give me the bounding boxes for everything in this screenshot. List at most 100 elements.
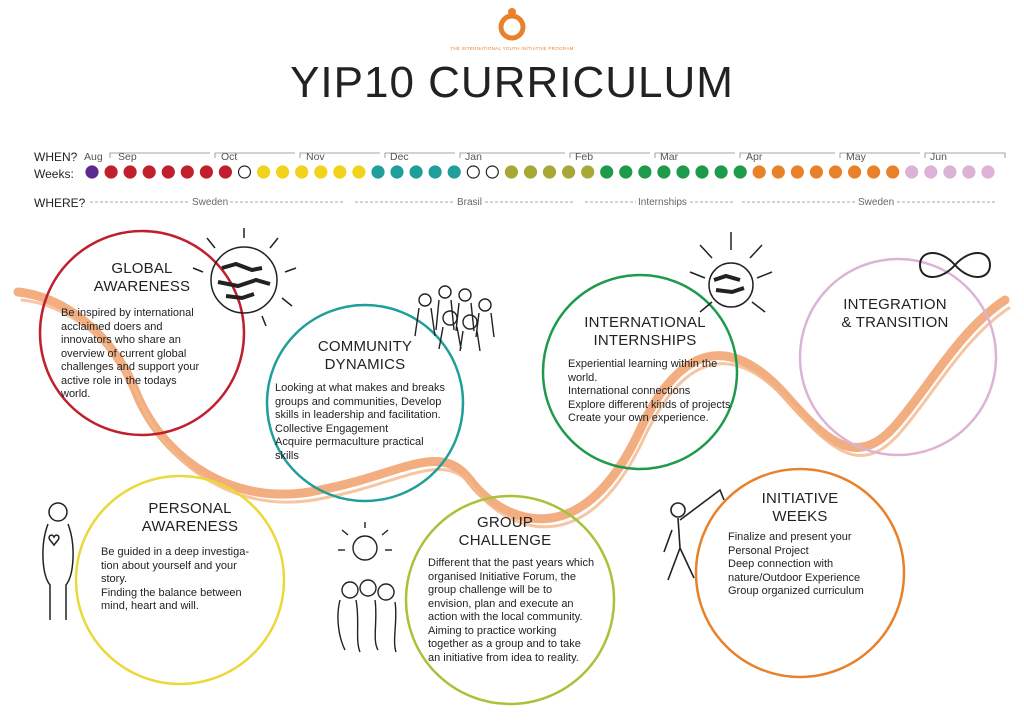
initiative-weeks-title-line-2: WEEKS bbox=[772, 508, 828, 525]
week-dot bbox=[314, 165, 328, 179]
where-brasil: Brasil bbox=[455, 197, 485, 208]
community-dynamics-line: Acquire permaculture practical bbox=[275, 436, 424, 448]
month-oct: Oct bbox=[221, 151, 238, 163]
month-may: May bbox=[846, 151, 866, 163]
initiative-weeks-line: Personal Project bbox=[728, 544, 809, 557]
week-dot bbox=[924, 165, 938, 179]
group-challenge-line: group challenge will be to bbox=[428, 584, 553, 596]
month-dec: Dec bbox=[390, 151, 409, 163]
community-dynamics-title-line-2: DYNAMICS bbox=[324, 356, 406, 373]
personal-awareness-line: mind, heart and will. bbox=[101, 600, 199, 612]
community-people-sketch-icon bbox=[414, 285, 495, 352]
global-awareness-line: acclaimed doers and bbox=[61, 320, 163, 333]
week-dot bbox=[943, 165, 957, 179]
week-dot bbox=[886, 165, 900, 179]
group-challenge-line: an initiative from idea to reality. bbox=[428, 651, 579, 664]
month-apr: Apr bbox=[746, 151, 763, 163]
week-dot bbox=[657, 165, 671, 179]
infinity-sketch-icon bbox=[918, 252, 992, 278]
international-internships-line: world. bbox=[568, 371, 598, 384]
group-challenge-line: together as a group and to take bbox=[428, 638, 581, 650]
week-dot bbox=[523, 165, 538, 179]
page-title: YIP10 CURRICULUM bbox=[290, 58, 734, 107]
week-dot bbox=[504, 165, 518, 179]
week-dot bbox=[600, 165, 614, 179]
logo-caption: THE INTERNATIONAL YOUTH INITIATIVE PROGR… bbox=[450, 46, 574, 51]
international-internships-title-line-2: INTERNSHIPS bbox=[593, 332, 697, 349]
month-nov: Nov bbox=[306, 151, 325, 163]
international-internships-title: INTERNATIONAL INTERNSHIPS bbox=[570, 314, 720, 350]
week-dots bbox=[85, 165, 995, 179]
international-internships-title-line-1: INTERNATIONAL bbox=[584, 314, 706, 331]
international-internships-body: Experiential learning within the world. … bbox=[568, 358, 753, 426]
month-brackets bbox=[109, 152, 1006, 158]
person-heart-sketch-icon bbox=[42, 502, 74, 620]
week-dot bbox=[733, 165, 747, 179]
personal-awareness-body: Be guided in a deep investiga- tion abou… bbox=[101, 546, 281, 614]
global-awareness-title-line-1: GLOBAL bbox=[111, 260, 173, 277]
week-dot bbox=[333, 165, 347, 179]
group-challenge-line: organised Initiative Forum, the bbox=[428, 570, 576, 583]
week-dot bbox=[218, 165, 232, 179]
week-dot bbox=[161, 165, 175, 179]
week-dot bbox=[828, 165, 843, 179]
week-dot bbox=[981, 165, 995, 179]
yip-logo-icon bbox=[498, 8, 526, 41]
month-feb: Feb bbox=[575, 151, 594, 163]
community-dynamics-line: skills bbox=[275, 449, 299, 462]
week-dot bbox=[847, 165, 862, 179]
global-awareness-title-line-2: AWARENESS bbox=[93, 278, 191, 295]
week-dot bbox=[714, 165, 728, 179]
week-dot bbox=[295, 165, 309, 179]
week-dot bbox=[809, 165, 824, 179]
group-challenge-line: action with the local community. bbox=[428, 611, 583, 623]
week-dot bbox=[447, 165, 461, 179]
personal-awareness-title-line-1: PERSONAL bbox=[148, 500, 232, 517]
week-dot bbox=[85, 165, 99, 179]
global-awareness-line: overview of current global bbox=[61, 347, 187, 360]
initiative-weeks-line: nature/Outdoor Experience bbox=[728, 571, 861, 584]
initiative-weeks-line: Finalize and present your bbox=[728, 531, 852, 543]
initiative-weeks-body: Finalize and present your Personal Proje… bbox=[728, 531, 898, 599]
initiative-weeks-circle bbox=[694, 467, 906, 679]
week-dot bbox=[276, 165, 290, 179]
group-challenge-line: envision, plan and execute an bbox=[428, 597, 574, 610]
personal-awareness-line: Finding the balance between bbox=[101, 586, 242, 599]
group-challenge-line: Aiming to practice working bbox=[428, 624, 557, 637]
week-dot bbox=[542, 165, 557, 179]
week-dot bbox=[561, 165, 576, 179]
community-dynamics-line: Collective Engagement bbox=[275, 422, 389, 435]
week-dot bbox=[866, 165, 881, 179]
personal-awareness-title: PERSONAL AWARENESS bbox=[115, 500, 265, 536]
week-dot bbox=[257, 165, 271, 179]
international-internships-line: Explore different kinds of projects bbox=[568, 398, 731, 411]
week-dot bbox=[199, 165, 213, 179]
initiative-weeks-title-line-1: INITIATIVE bbox=[761, 490, 839, 507]
week-dot bbox=[466, 165, 480, 179]
international-internships-line: Experiential learning within the bbox=[568, 358, 718, 370]
international-internships-line: International connections bbox=[568, 385, 691, 397]
where-internships: Internships bbox=[636, 197, 689, 208]
week-dot bbox=[619, 165, 633, 179]
month-jun: Jun bbox=[930, 151, 947, 163]
week-dot bbox=[905, 165, 919, 179]
group-challenge-title-line-1: GROUP bbox=[476, 514, 533, 531]
where-sweden-1: Sweden bbox=[190, 197, 231, 208]
international-internships-line: Create your own experience. bbox=[568, 412, 709, 424]
community-dynamics-line: Looking at what makes and breaks bbox=[275, 382, 445, 394]
personal-awareness-line: tion about yourself and your bbox=[101, 559, 237, 572]
week-dot bbox=[790, 165, 805, 179]
month-sep: Sep bbox=[118, 151, 137, 163]
sun-sketch-icon bbox=[192, 228, 297, 327]
initiative-weeks-line: Group organized curriculum bbox=[728, 585, 864, 597]
week-dot bbox=[390, 165, 404, 179]
week-dot bbox=[428, 165, 442, 179]
week-dot bbox=[180, 165, 194, 179]
group-challenge-title-line-2: CHALLENGE bbox=[458, 532, 552, 549]
group-challenge-line: Different that the past years which bbox=[428, 557, 595, 569]
lightbulb-group-sketch-icon bbox=[337, 522, 397, 653]
integration-transition-circle bbox=[798, 257, 998, 457]
group-challenge-body: Different that the past years which orga… bbox=[428, 557, 628, 665]
personal-awareness-title-line-2: AWARENESS bbox=[141, 518, 239, 535]
